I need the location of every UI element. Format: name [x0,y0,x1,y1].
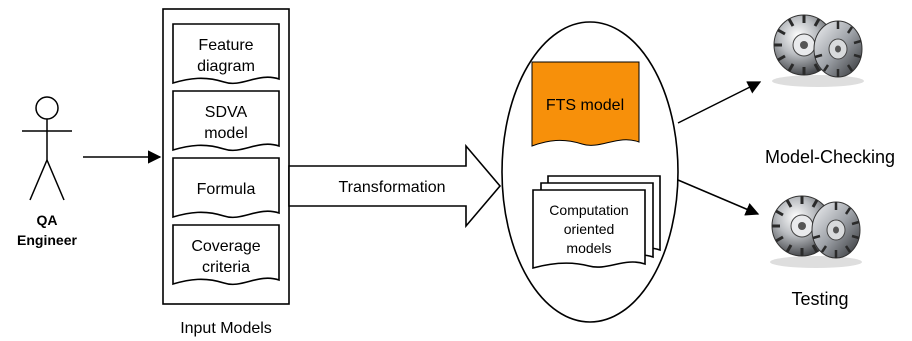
actor-left-leg [29,159,48,201]
input-doc-feature-diagram: Feature diagram [172,23,280,85]
actor-label-line2: Engineer [17,232,77,248]
computation-models-stack: Computation oriented models [532,175,661,270]
actor-head [35,96,59,120]
computation-models-line1: Computation [549,202,628,218]
bevel-gears-icon [770,13,866,89]
input-doc-coverage-criteria: Coverage criteria [172,224,280,286]
input-models-caption: Input Models [180,320,272,337]
computation-models-line3: models [566,240,611,256]
transformation-arrow [288,143,502,229]
testing-label: Testing [791,289,848,309]
bevel-gears-icon [768,194,864,270]
computation-models-line2: oriented [564,221,615,237]
input-doc-sdva-model: SDVA model [172,90,280,152]
input-doc-formula: Formula [172,157,280,219]
svg-text:Feature: Feature [198,37,253,54]
svg-text:Coverage: Coverage [191,238,260,255]
svg-text:model: model [204,125,248,142]
svg-text:criteria: criteria [202,259,250,276]
to-model-checking-arrow [677,81,762,124]
svg-text:SDVA: SDVA [205,104,248,121]
actor-label-line1: QA [37,212,58,228]
svg-text:Formula: Formula [197,181,256,198]
fts-model-document [531,61,640,147]
svg-text:diagram: diagram [197,58,255,75]
transformation-label: Transformation [339,179,446,196]
actor-stick-figure [22,96,72,201]
actor-right-leg [46,159,65,201]
model-checking-label: Model-Checking [765,147,895,167]
to-testing-arrow [677,179,760,216]
fts-model-label: FTS model [546,97,624,114]
